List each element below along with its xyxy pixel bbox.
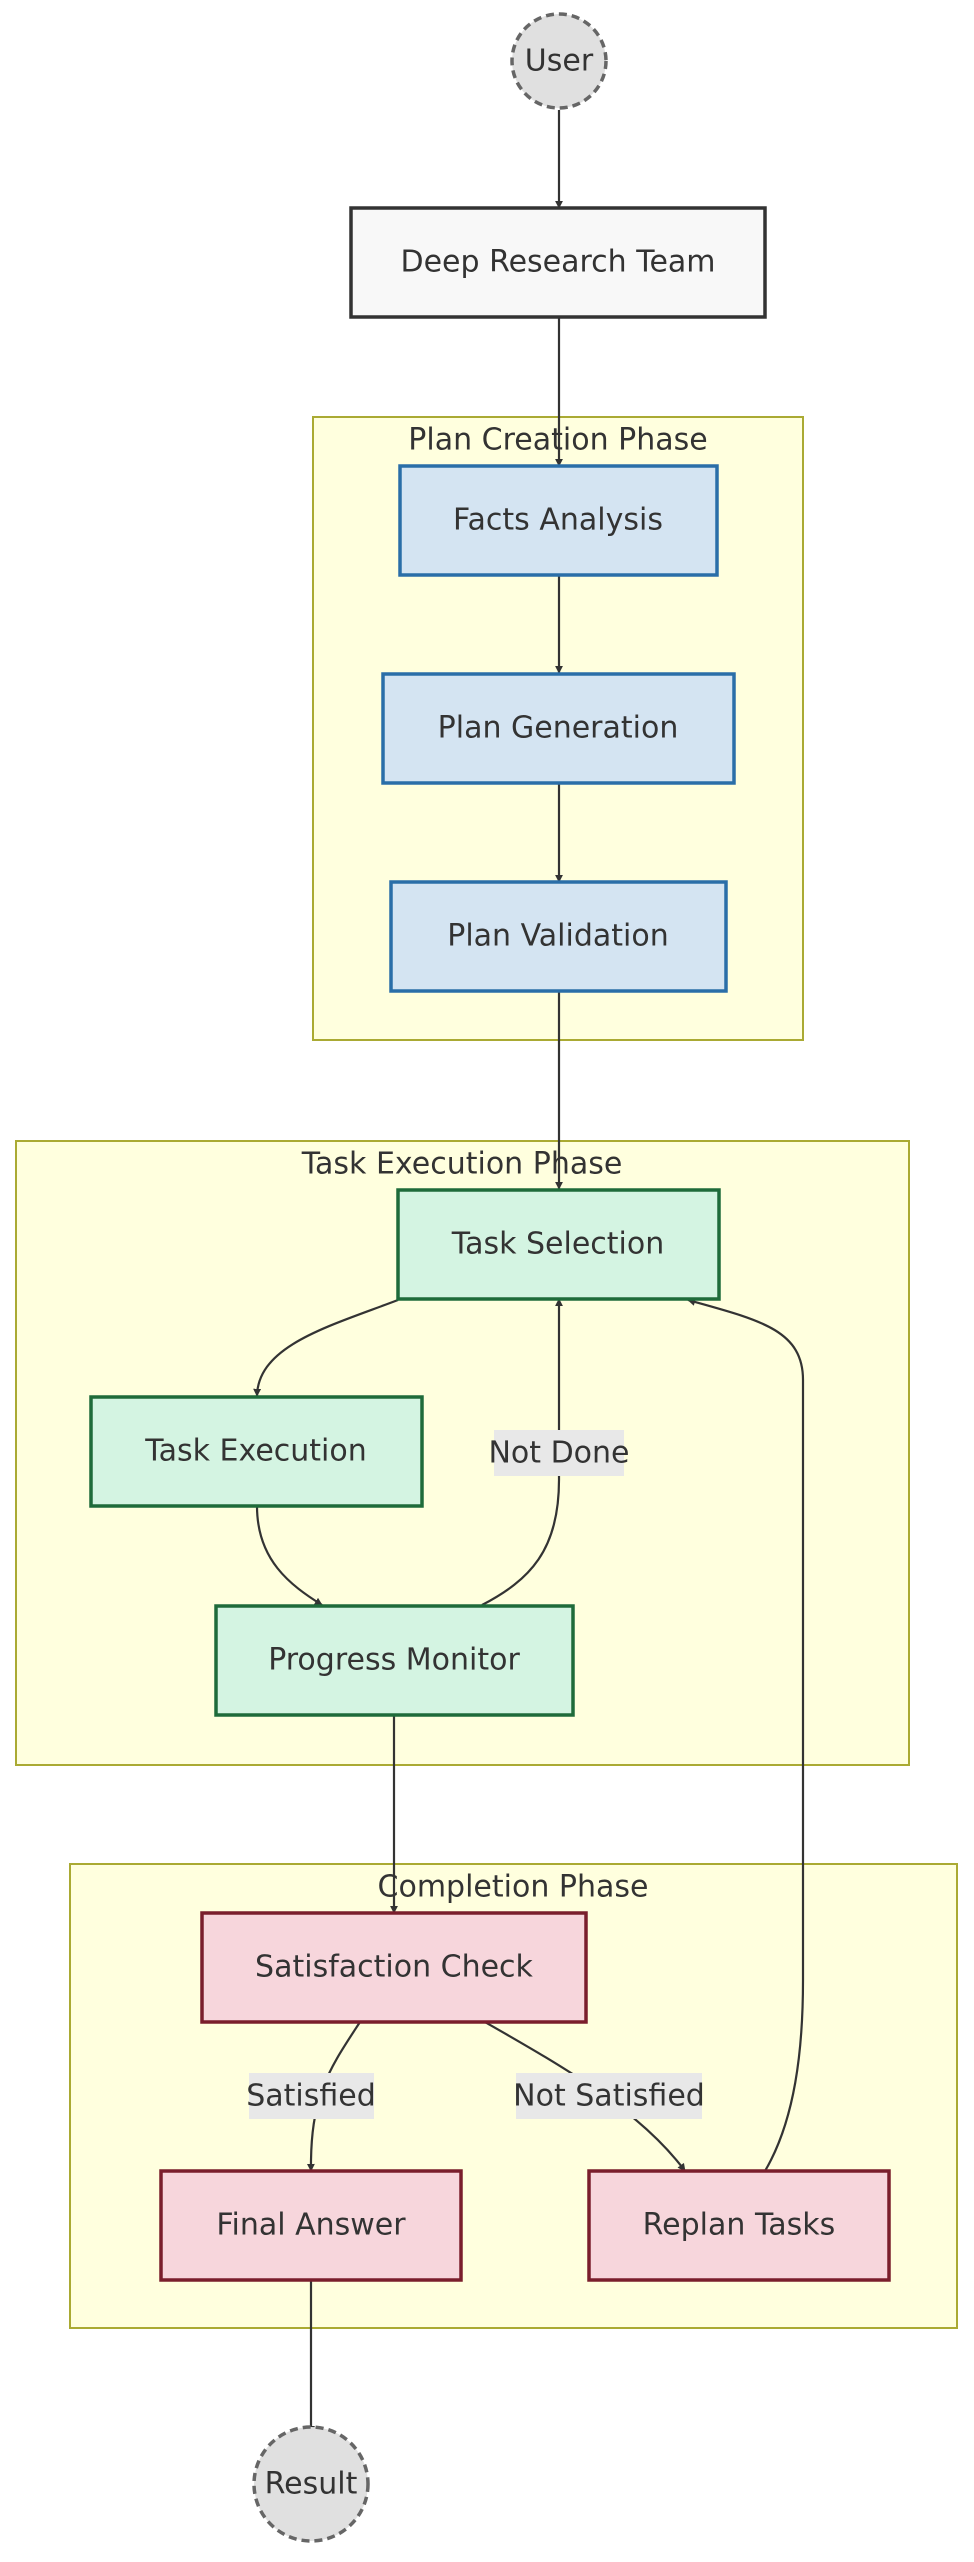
node-satisfaction-check-label: Satisfaction Check [255, 1950, 534, 1985]
edge-replan-to-selection [687, 1298, 805, 2172]
node-replan-tasks: Replan Tasks [587, 2169, 891, 2282]
node-final-answer: Final Answer [159, 2169, 463, 2282]
node-final-answer-label: Final Answer [216, 2208, 406, 2243]
node-facts-analysis: Facts Analysis [398, 464, 719, 577]
node-user: User [510, 12, 608, 110]
node-replan-tasks-label: Replan Tasks [643, 2208, 836, 2243]
node-facts-analysis-label: Facts Analysis [453, 503, 663, 538]
node-task-selection: Task Selection [396, 1188, 721, 1301]
edge-execution-to-monitor [255, 1505, 323, 1606]
edge-label-not-satisfied: Not Satisfied [513, 2073, 705, 2119]
node-result: Result [252, 2425, 370, 2543]
node-task-selection-label: Task Selection [451, 1227, 665, 1262]
node-deep-research-team: Deep Research Team [349, 206, 767, 319]
node-deep-research-team-label: Deep Research Team [400, 245, 715, 280]
edge-selection-to-execution [253, 1298, 399, 1397]
edge-monitor-to-selection [481, 1298, 563, 1606]
edge-label-satisfied: Satisfied [246, 2073, 376, 2119]
node-plan-validation: Plan Validation [389, 880, 728, 993]
node-plan-generation-label: Plan Generation [438, 711, 679, 746]
edges [253, 110, 805, 2434]
node-plan-validation-label: Plan Validation [447, 919, 669, 954]
completion-phase-title: Completion Phase [378, 1870, 649, 1905]
task-execution-phase-title: Task Execution Phase [301, 1147, 623, 1182]
edge-label-not-done: Not Done [488, 1430, 630, 1476]
node-task-execution-label: Task Execution [144, 1434, 367, 1469]
edge-label-not-satisfied-text: Not Satisfied [513, 2079, 705, 2114]
edge-label-satisfied-text: Satisfied [246, 2079, 376, 2114]
node-user-label: User [525, 44, 594, 79]
node-progress-monitor: Progress Monitor [214, 1604, 575, 1717]
node-progress-monitor-label: Progress Monitor [268, 1643, 520, 1678]
node-result-label: Result [265, 2467, 358, 2502]
node-satisfaction-check: Satisfaction Check [200, 1911, 588, 2024]
edge-label-not-done-text: Not Done [488, 1436, 629, 1471]
node-plan-generation: Plan Generation [381, 672, 736, 785]
node-task-execution: Task Execution [89, 1395, 424, 1508]
